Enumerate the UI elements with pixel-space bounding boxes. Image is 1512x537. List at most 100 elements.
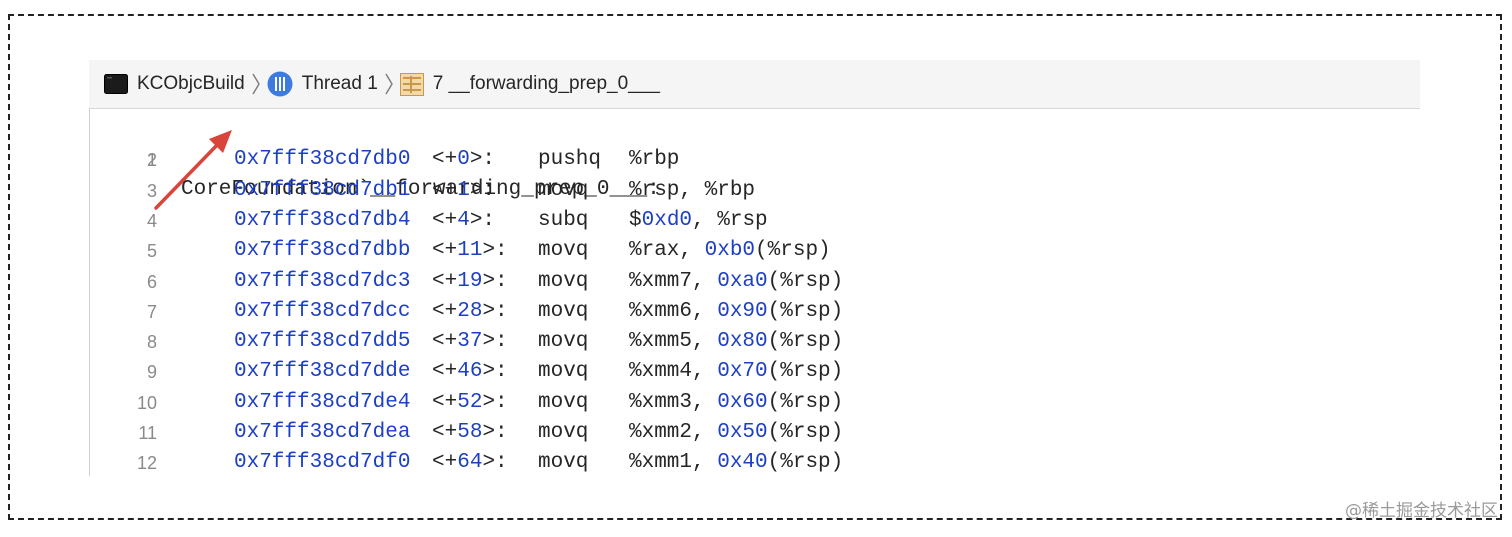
offset-suffix: >: xyxy=(482,299,508,323)
editor-left-border xyxy=(89,109,90,476)
offset-number: 46 xyxy=(457,360,483,384)
operand-part: (%rsp) xyxy=(767,299,844,323)
instruction-operands: %rsp, %rbp xyxy=(629,176,755,206)
instruction-offset: <+58>: xyxy=(432,418,508,448)
breadcrumb-thread[interactable]: Thread 1 xyxy=(267,71,378,97)
code-line: 1 CoreFoundation`__forwarding_prep_0___: xyxy=(89,115,660,201)
line-number: 11 xyxy=(138,423,157,443)
jump-bar: KCObjcBuild Thread 1 7 __ xyxy=(89,60,1420,109)
operand-part: %xmm1, xyxy=(629,451,718,475)
instruction-address: 0x7fff38cd7db1 xyxy=(234,178,411,202)
breadcrumb-thread-label: Thread 1 xyxy=(301,73,378,94)
operand-hex: 0x40 xyxy=(717,451,768,475)
offset-prefix: <+ xyxy=(432,421,458,444)
instruction-operands: %xmm1, 0x40(%rsp) xyxy=(629,448,843,478)
line-number: 12 xyxy=(136,453,157,474)
line-number: 8 xyxy=(146,332,157,353)
instruction-address: 0x7fff38cd7dc3 xyxy=(234,269,411,293)
instruction-address: 0x7fff38cd7de4 xyxy=(234,390,411,414)
operand-hex: 0x90 xyxy=(717,299,768,323)
operand-part: (%rsp) xyxy=(767,390,844,414)
offset-number: 19 xyxy=(457,269,483,293)
instruction-offset: <+11>: xyxy=(432,236,508,266)
line-number: 6 xyxy=(146,271,157,292)
offset-suffix: >: xyxy=(482,330,508,354)
symbol-label: CoreFoundation`__forwarding_prep_0___: xyxy=(181,178,660,201)
instruction-operands: %rbp xyxy=(629,145,679,175)
offset-prefix: <+ xyxy=(432,451,458,475)
line-number: 10 xyxy=(136,392,157,413)
offset-prefix: <+ xyxy=(432,178,458,202)
instruction-operands: %rax, 0xb0(%rsp) xyxy=(629,236,831,266)
instruction-operands: %xmm3, 0x60(%rsp) xyxy=(629,388,843,418)
offset-prefix: <+ xyxy=(432,390,458,414)
offset-number: 64 xyxy=(457,451,483,475)
instruction-mnemonic: movq xyxy=(538,178,589,202)
line-number: 9 xyxy=(146,362,157,383)
operand-part: %xmm5, xyxy=(629,330,718,354)
instruction-offset: <+4>: xyxy=(432,206,495,236)
instruction-mnemonic: pushq xyxy=(538,148,602,172)
instruction-offset: <+1>: xyxy=(432,176,495,206)
instruction-address: 0x7fff38cd7df0 xyxy=(234,451,411,475)
instruction-mnemonic: movq xyxy=(538,421,589,444)
instruction-offset: <+19>: xyxy=(432,267,508,297)
breadcrumb-project[interactable]: KCObjcBuild xyxy=(104,73,245,95)
disassembly-editor: KCObjcBuild Thread 1 7 __ xyxy=(89,60,1420,476)
offset-prefix: <+ xyxy=(432,330,458,354)
instruction-address: 0x7fff38cd7dd5 xyxy=(234,330,411,354)
thread-icon xyxy=(267,71,293,97)
instruction-mnemonic: movq xyxy=(538,390,589,414)
operand-part: (%rsp) xyxy=(767,269,844,293)
operand-part: %rbp xyxy=(629,148,680,172)
breadcrumb-project-label: KCObjcBuild xyxy=(137,73,245,94)
stack-frame-icon xyxy=(399,72,424,96)
operand-part: %xmm6, xyxy=(629,299,718,323)
operand-hex: 0x50 xyxy=(717,421,768,444)
offset-prefix: <+ xyxy=(432,269,458,293)
chevron-right-icon xyxy=(251,72,261,96)
offset-number: 37 xyxy=(457,330,483,354)
operand-part: %xmm4, xyxy=(629,360,718,384)
operand-part: (%rsp) xyxy=(755,239,831,263)
instruction-offset: <+0>: xyxy=(432,145,495,175)
instruction-mnemonic: movq xyxy=(538,299,589,323)
operand-hex: 0xa0 xyxy=(717,269,768,293)
line-number: 1 xyxy=(146,150,157,170)
offset-number: 0 xyxy=(457,148,470,172)
offset-suffix: >: xyxy=(482,390,508,414)
operand-part: (%rsp) xyxy=(767,360,844,384)
operand-part: , %rsp xyxy=(692,208,768,232)
instruction-address: 0x7fff38cd7dde xyxy=(234,360,411,384)
instruction-address: 0x7fff38cd7dea xyxy=(234,421,411,444)
dashed-border-frame xyxy=(8,14,1502,520)
operand-part: (%rsp) xyxy=(767,451,844,475)
line-number: 4 xyxy=(146,210,157,231)
breadcrumb-frame[interactable]: 7 __forwarding_prep_0___ xyxy=(399,72,660,96)
instruction-offset: <+64>: xyxy=(432,448,508,478)
line-number: 5 xyxy=(146,241,157,262)
offset-suffix: >: xyxy=(482,360,508,384)
line-number: 7 xyxy=(146,301,157,322)
terminal-icon xyxy=(104,74,128,94)
operand-hex: 0x80 xyxy=(717,330,768,354)
instruction-operands: %xmm2, 0x50(%rsp) xyxy=(629,418,843,448)
offset-prefix: <+ xyxy=(432,299,458,323)
offset-number: 1 xyxy=(457,178,470,202)
operand-hex: 0x70 xyxy=(717,360,768,384)
instruction-address: 0x7fff38cd7db0 xyxy=(234,148,411,172)
offset-suffix: >: xyxy=(482,269,508,293)
instruction-operands: %xmm7, 0xa0(%rsp) xyxy=(629,267,843,297)
instruction-mnemonic: movq xyxy=(538,239,589,263)
offset-number: 4 xyxy=(457,208,470,232)
instruction-mnemonic: movq xyxy=(538,269,589,293)
operand-hex: 0xb0 xyxy=(704,239,756,263)
operand-part: %xmm7, xyxy=(629,269,718,293)
instruction-address: 0x7fff38cd7db4 xyxy=(234,208,411,232)
operand-part: %rax, xyxy=(629,239,705,263)
instruction-address: 0x7fff38cd7dbb xyxy=(234,239,411,263)
offset-suffix: >: xyxy=(469,148,496,172)
offset-number: 58 xyxy=(457,421,483,444)
operand-part: %xmm2, xyxy=(629,421,718,444)
operand-part: (%rsp) xyxy=(767,330,844,354)
